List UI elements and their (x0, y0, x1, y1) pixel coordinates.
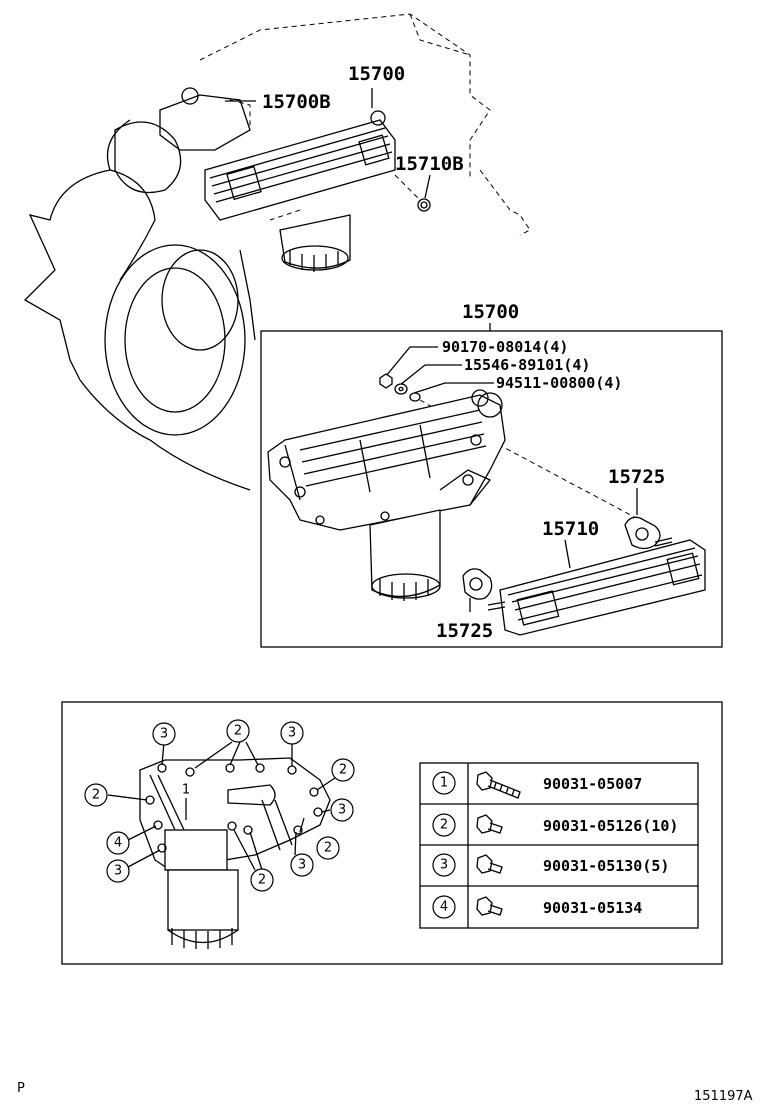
bolt-map-frame (61, 701, 723, 965)
callout-15710b: 15710B (395, 153, 464, 175)
engine-overview-illustration (23, 13, 531, 491)
bolt-callout-2d: 2 (324, 841, 332, 856)
bolt-callout-4: 4 (114, 836, 122, 851)
bolt-table: 1 2 3 4 90031-05007 90031-05126(10) 9003… (419, 762, 699, 929)
bolt-table-key-2: 2 (440, 818, 448, 833)
detail-box-title: 15700 (462, 301, 519, 323)
leader-15710b (424, 174, 431, 199)
bolt-callout-1: 1 (182, 783, 190, 798)
part-15546-89101: 15546-89101(4) (464, 356, 590, 374)
bolt-callout-2b: 2 (339, 763, 347, 778)
bolt-table-key-3: 3 (440, 858, 448, 873)
bolt-callout-2e: 2 (258, 873, 266, 888)
bolt-callout-3d: 3 (298, 858, 306, 873)
bolt-table-key-1: 1 (440, 776, 448, 791)
bolt-map-leaders (107, 741, 336, 871)
bolt-callout-2a: 2 (234, 724, 242, 739)
gasket-15725-lower (462, 568, 493, 612)
bolt-part-90031-05130: 90031-05130(5) (543, 857, 669, 875)
bolt-callout-3b: 3 (288, 726, 296, 741)
part-94511-00800: 94511-00800(4) (496, 374, 622, 392)
bolt-table-key-4: 4 (440, 900, 448, 915)
bolt-callout-2c: 2 (92, 788, 100, 803)
cooler-element-15710 (487, 537, 706, 636)
detail-box-frame (260, 330, 723, 648)
bolt-icon-long (476, 771, 521, 799)
footer-left-mark: P (17, 1081, 25, 1096)
bolt-map-callouts: 3 2 3 2 2 3 4 3 2 3 2 1 (84, 719, 355, 892)
bolt-callout-3a: 3 (160, 727, 168, 742)
bolt-icon-short-2 (476, 814, 503, 834)
cooler-housing-detail (267, 389, 506, 601)
bolt-part-90031-05126: 90031-05126(10) (543, 817, 678, 835)
fasteners-stack (379, 346, 641, 521)
callout-15710: 15710 (542, 518, 599, 540)
figure-id: 151197A (694, 1089, 753, 1104)
bolt-callout-3e: 3 (114, 864, 122, 879)
part-90170-08014: 90170-08014(4) (442, 338, 568, 356)
callout-15700: 15700 (348, 63, 405, 85)
bolt-map-illustration (139, 757, 331, 949)
gasket-15725-upper (624, 488, 661, 550)
bolt-icon-short-3 (476, 854, 503, 874)
callout-15725-lower: 15725 (436, 620, 493, 642)
callout-15700b: 15700B (262, 91, 331, 113)
bolt-icon-short-4 (476, 896, 503, 916)
callout-15725-upper: 15725 (608, 466, 665, 488)
bolt-part-90031-05007: 90031-05007 (543, 775, 642, 793)
bolt-part-90031-05134: 90031-05134 (543, 899, 642, 917)
bolt-callout-3c: 3 (338, 803, 346, 818)
